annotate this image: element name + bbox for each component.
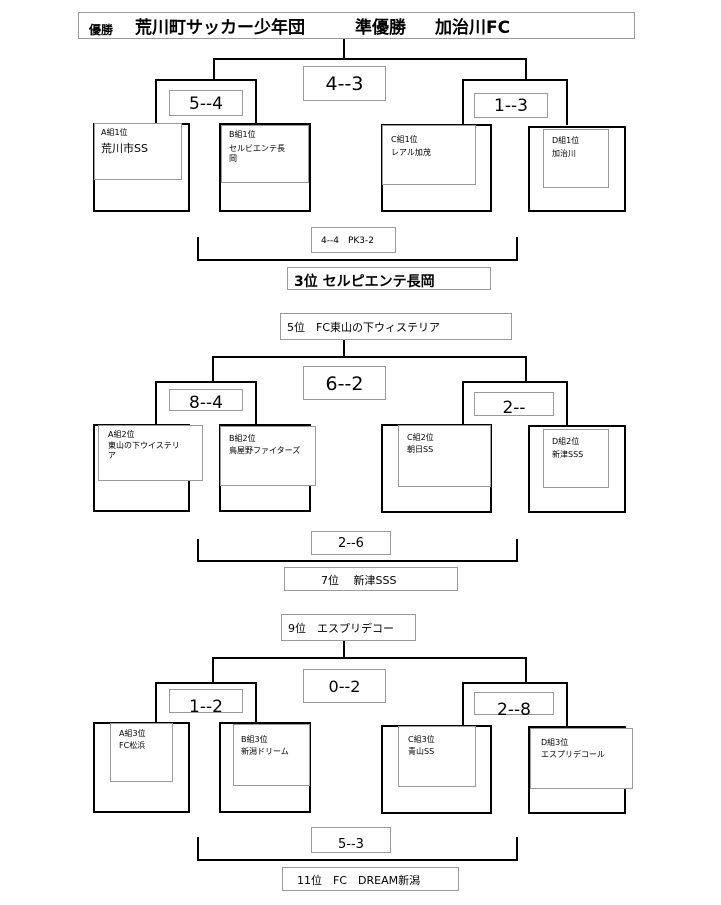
team-group: C組3位 (408, 735, 435, 744)
team-name: 荒川市SS (101, 142, 148, 155)
bracket-line (197, 859, 518, 861)
team-card: D組3位 エスプリデコール (530, 728, 633, 789)
bracket-line (155, 79, 157, 123)
bracket-line (343, 641, 345, 658)
bracket-line (197, 259, 518, 261)
bracket-line (566, 682, 568, 726)
team-group: B組1位 (229, 130, 256, 139)
ninth-place-label: 9位 エスプリデコー (281, 614, 416, 641)
bracket-line (155, 682, 257, 684)
runner-up-label: 準優勝 (355, 18, 406, 38)
bracket-line (525, 356, 527, 382)
bracket-line (516, 539, 518, 562)
team-group: B組2位 (229, 434, 256, 443)
bracket-line (566, 381, 568, 425)
bracket-line (462, 79, 464, 125)
team-name: 新潟ドリーム (241, 747, 289, 756)
bracket-line (155, 79, 257, 81)
team-card: B組1位 セルビエンテ長 岡 (221, 125, 309, 183)
semi-score-left: 5--4 (169, 90, 243, 116)
final-score: 0--2 (303, 669, 386, 703)
bracket-line (197, 237, 199, 261)
team-name: レアル加茂 (391, 148, 431, 157)
bracket-line (255, 79, 257, 123)
team-name: 青山SS (408, 747, 435, 756)
team-card: D組2位 新津SSS (543, 429, 609, 488)
champion-banner: 優勝 荒川町サッカー少年団 準優勝 加治川FC (78, 12, 635, 39)
team-card: C組3位 青山SS (398, 726, 476, 787)
bracket-line (212, 657, 214, 683)
final-score: 6--2 (303, 366, 386, 400)
team-group: B組3位 (241, 735, 268, 744)
bracket-line (212, 657, 527, 659)
team-name: FC松浜 (119, 741, 146, 750)
team-group: A組1位 (101, 128, 128, 137)
bracket-line (155, 682, 157, 722)
team-name: エスプリデコール (541, 750, 605, 759)
bracket-line (566, 79, 568, 125)
team-group: D組1位 (552, 136, 580, 145)
playoff-score: 2--6 (311, 531, 391, 555)
playoff-score: 4--4 PK3-2 (311, 227, 396, 253)
bracket-line (197, 539, 199, 562)
semi-score-right: 2-- (474, 392, 554, 418)
team-card: B組3位 新潟ドリーム (233, 724, 310, 786)
team-card: B組2位 鳥屋野ファイターズ (220, 426, 316, 486)
bracket-line (462, 381, 568, 383)
bracket-line (462, 682, 568, 684)
team-group: D組2位 (552, 437, 580, 446)
bracket-line (525, 657, 527, 683)
playoff-score: 5--3 (311, 827, 391, 853)
team-group: C組1位 (391, 135, 418, 144)
winner-name: 荒川町サッカー少年団 (135, 18, 305, 38)
team-group: D組3位 (541, 738, 569, 747)
bracket-line (197, 837, 199, 861)
team-name: 加治川 (552, 149, 576, 158)
playoff-result: 3位 セルピエンテ長岡 (287, 267, 491, 290)
bracket-line (462, 79, 568, 81)
team-group: A組2位 (108, 430, 135, 439)
bracket-line (212, 356, 214, 382)
team-name: セルビエンテ長 岡 (229, 144, 285, 163)
team-name: 新津SSS (552, 450, 584, 459)
team-card: D組1位 加治川 (543, 129, 609, 188)
bracket-line (525, 58, 527, 80)
semi-score-left: 8--4 (169, 389, 243, 413)
bracket-line (213, 58, 215, 80)
playoff-result: 7位 新津SSS (284, 567, 458, 591)
team-group: C組2位 (407, 433, 434, 442)
bracket-line (516, 837, 518, 861)
playoff-result: 11位 FC DREAM新潟 (282, 867, 459, 891)
semi-score-left: 1--2 (169, 689, 243, 717)
team-card: C組2位 朝日SS (398, 425, 491, 487)
bracket-line (462, 682, 464, 726)
semi-score-right: 1--3 (474, 93, 548, 118)
bracket-line (213, 58, 527, 60)
bracket-line (516, 237, 518, 261)
team-card: A組1位 荒川市SS (94, 123, 182, 180)
team-name: 鳥屋野ファイターズ (229, 446, 301, 455)
winner-label: 優勝 (89, 23, 114, 37)
final-score: 4--3 (303, 66, 386, 101)
semi-score-right: 2--8 (474, 692, 554, 720)
team-card: A組3位 FC松浜 (110, 723, 173, 782)
runner-up-name: 加治川FC (435, 18, 511, 38)
bracket-line (155, 381, 257, 383)
bracket-line (197, 560, 518, 562)
bracket-line (343, 340, 345, 357)
team-group: A組3位 (119, 729, 146, 738)
team-card: A組2位 東山の下ウイステリ ア (98, 425, 203, 481)
bracket-line (155, 381, 157, 425)
bracket-line (462, 381, 464, 425)
team-card: C組1位 レアル加茂 (382, 125, 476, 185)
bracket-line (255, 682, 257, 722)
fifth-place-label: 5位 FC東山の下ウィステリア (280, 313, 512, 340)
bracket-line (255, 381, 257, 425)
team-name: 東山の下ウイステリ ア (108, 441, 180, 460)
bracket-line (343, 39, 345, 59)
bracket-line (212, 356, 527, 358)
team-name: 朝日SS (407, 445, 434, 454)
